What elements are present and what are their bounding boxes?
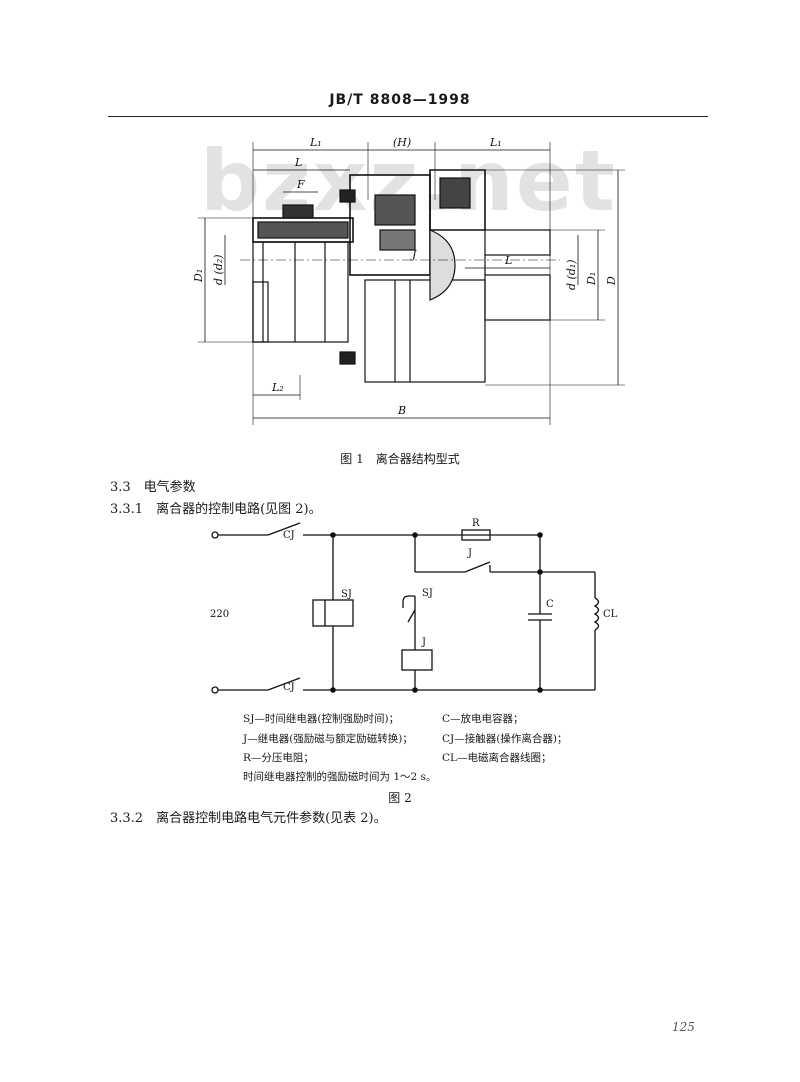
dim-L1-left: L₁ bbox=[309, 136, 322, 149]
circuit-wires bbox=[211, 522, 600, 694]
label-sj-coil: SJ bbox=[341, 589, 352, 600]
section-3-3-1: 3.3.1 离合器的控制电路(见图 2)。 bbox=[110, 502, 322, 517]
page-header: JB/T 8808—1998 bbox=[329, 92, 471, 108]
circuit-junctions bbox=[330, 532, 543, 693]
label-cj-bottom: CJ bbox=[283, 682, 295, 693]
dim-H: (H) bbox=[393, 136, 411, 149]
dim-L2: L₂ bbox=[271, 381, 284, 394]
section-3-3-2: 3.3.2 离合器控制电路电气元件参数(见表 2)。 bbox=[110, 811, 387, 826]
label-j-switch: J bbox=[467, 548, 472, 559]
label-r: R bbox=[472, 518, 480, 529]
dim-L1-right: L₁ bbox=[489, 136, 502, 149]
label-voltage: 220 bbox=[210, 609, 229, 620]
figure1-drawing: L₁ (H) L₁ L F J L L₂ B D₁ d (d₂) d (d₁) … bbox=[192, 136, 625, 425]
label-cl: CL bbox=[603, 609, 618, 620]
dim-F: F bbox=[296, 178, 305, 191]
figure1-caption: 图 1 离合器结构型式 bbox=[340, 452, 460, 466]
dim-D1-right: D₁ bbox=[585, 272, 598, 286]
legend-row2-right: CJ—接触器(操作离合器)； bbox=[442, 733, 568, 745]
section-3-3: 3.3 电气参数 bbox=[110, 480, 196, 495]
figure2-circuit: CJ CJ R J SJ SJ C CL J 220 bbox=[210, 518, 618, 694]
label-J: J bbox=[410, 248, 417, 261]
page-number: 125 bbox=[672, 1020, 695, 1034]
dim-B: B bbox=[397, 404, 406, 417]
circuit-labels: CJ CJ R J SJ SJ C CL J 220 bbox=[210, 518, 618, 693]
legend-note: 时间继电器控制的强励磁时间为 1～2 s。 bbox=[243, 771, 437, 783]
header-rule bbox=[108, 116, 708, 117]
legend-row1-left: SJ—时间继电器(控制强励时间)； bbox=[243, 713, 400, 725]
legend-row2-left: J—继电器(强励磁与额定励磁转换)； bbox=[243, 733, 413, 745]
figure1-body bbox=[198, 142, 625, 425]
label-c: C bbox=[546, 599, 554, 610]
label-cj-top: CJ bbox=[283, 530, 295, 541]
legend-row3-right: CL—电磁离合器线圈； bbox=[442, 752, 552, 764]
dim-d-d2: d (d₂) bbox=[212, 254, 225, 285]
label-sj-switch: SJ bbox=[422, 588, 433, 599]
dim-D: D bbox=[605, 276, 618, 286]
dim-d-d1: d (d₁) bbox=[565, 259, 578, 290]
legend-row1-right: C—放电电容器； bbox=[442, 713, 524, 725]
dim-D1-left: D₁ bbox=[192, 269, 205, 283]
figure1-labels: L₁ (H) L₁ L F J L L₂ B D₁ d (d₂) d (d₁) … bbox=[192, 136, 618, 417]
dim-L-left: L bbox=[294, 156, 302, 169]
legend-row3-left: R—分压电阻； bbox=[243, 752, 314, 764]
figure2-caption: 图 2 bbox=[388, 791, 412, 805]
label-j-coil: J bbox=[421, 637, 426, 648]
dim-L-right: L bbox=[504, 254, 512, 267]
